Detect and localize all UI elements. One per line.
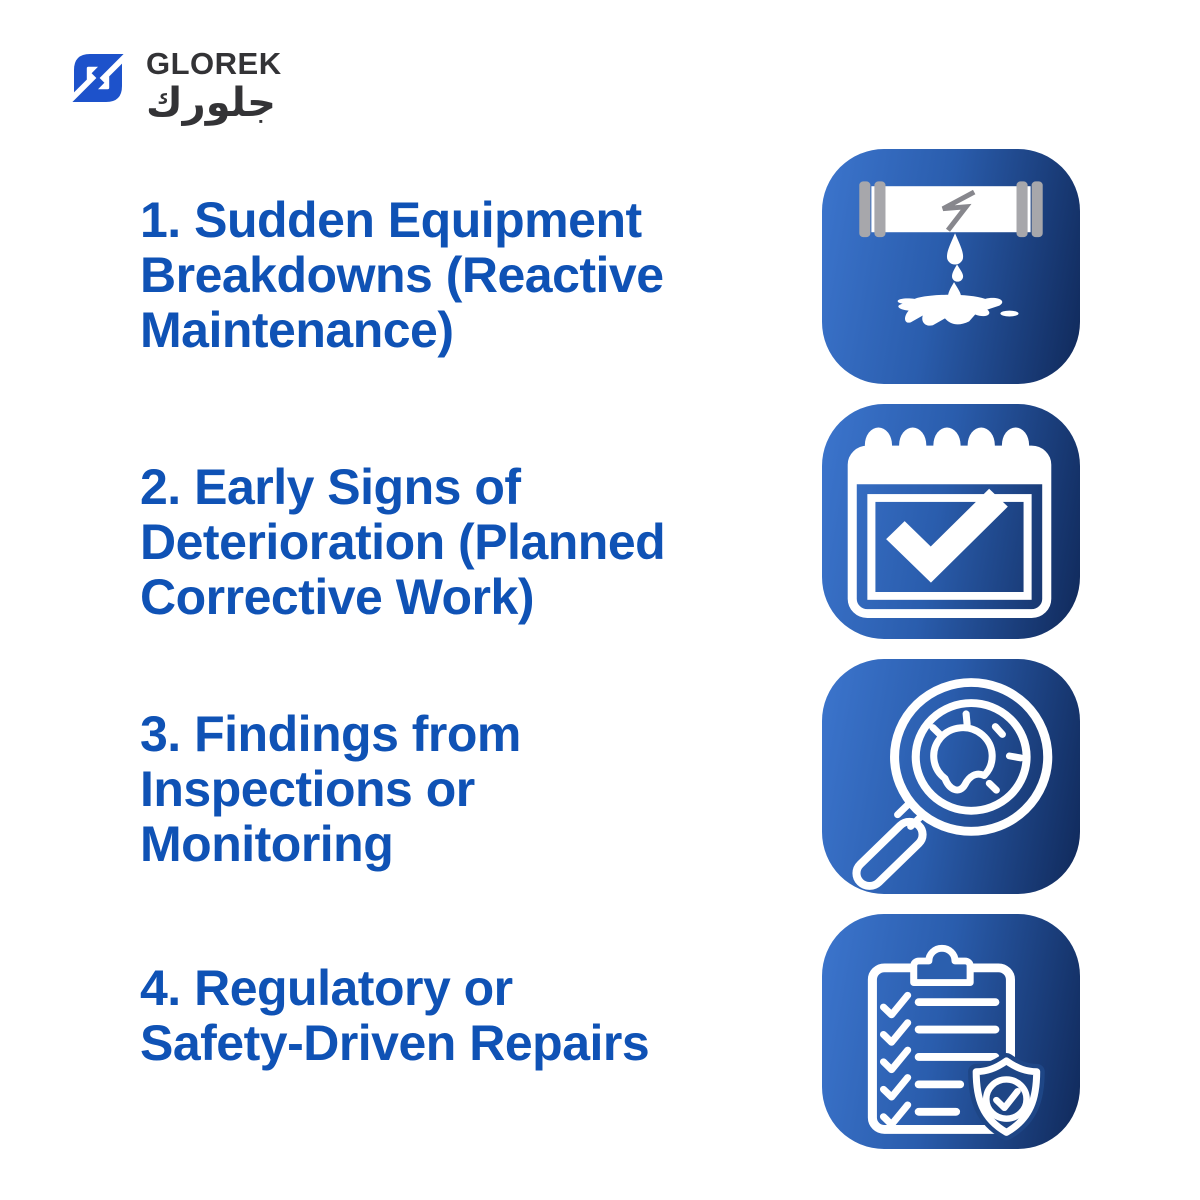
icon-tile-1 bbox=[822, 149, 1080, 384]
item-line: Inspections or bbox=[140, 761, 475, 817]
item-line: 3. Findings from bbox=[140, 706, 521, 762]
magnifier-bulb-icon bbox=[852, 678, 1053, 890]
icon-tile-4 bbox=[822, 914, 1080, 1149]
item-line: Safety-Driven Repairs bbox=[140, 1015, 650, 1071]
brand-name: GLOREK bbox=[146, 46, 282, 81]
item-line: Breakdowns (Reactive bbox=[140, 247, 664, 303]
icon-tile-2 bbox=[822, 404, 1080, 639]
brand-logo: GLOREK جلورك bbox=[58, 38, 282, 123]
icon-tile-3 bbox=[822, 659, 1080, 894]
list-item-3: 3. Findings from Inspections or Monitori… bbox=[140, 707, 800, 872]
list-item-1: 1. Sudden Equipment Breakdowns (Reactive… bbox=[140, 193, 800, 358]
list-item-2: 2. Early Signs of Deterioration (Planned… bbox=[140, 460, 800, 625]
item-line: Monitoring bbox=[140, 816, 394, 872]
item-line: 1. Sudden Equipment bbox=[140, 192, 642, 248]
calendar-check-icon bbox=[847, 427, 1052, 618]
glorek-logo-icon bbox=[72, 54, 124, 102]
item-line: 4. Regulatory or bbox=[140, 960, 513, 1016]
burst-pipe-leak-icon bbox=[859, 181, 1043, 326]
brand-text: GLOREK جلورك bbox=[146, 48, 282, 123]
item-line: Deterioration (Planned bbox=[140, 514, 666, 570]
item-line: Corrective Work) bbox=[140, 569, 534, 625]
clipboard-shield-check-icon bbox=[867, 944, 1045, 1141]
item-line: Maintenance) bbox=[140, 302, 454, 358]
brand-name-arabic: جلورك bbox=[146, 80, 276, 126]
item-line: 2. Early Signs of bbox=[140, 459, 521, 515]
list-item-4: 4. Regulatory or Safety-Driven Repairs bbox=[140, 961, 800, 1071]
